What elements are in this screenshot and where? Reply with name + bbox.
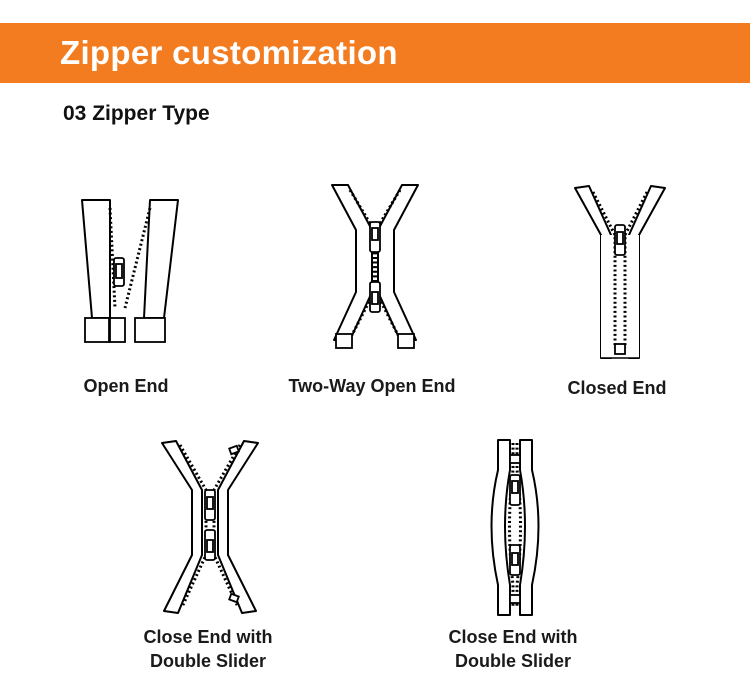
- close-end-double-slider-x-zipper-icon: [150, 435, 270, 620]
- close-end-double-slider-label-2: Close End with Double Slider: [448, 625, 577, 673]
- closed-end-label: Closed End: [567, 378, 667, 398]
- label-line: Close End with Double Slider: [448, 627, 578, 671]
- close-end-double-slider-o-zipper-icon: [480, 435, 550, 620]
- two-way-open-end-zipper-icon: [310, 180, 440, 355]
- open-end-zipper-icon: [70, 190, 190, 355]
- banner-title: Zipper customization: [60, 34, 398, 71]
- section-title: 03 Zipper Type: [63, 102, 210, 125]
- closed-end-zipper-icon: [565, 180, 675, 365]
- close-end-double-slider-label-1: Close End with Double Slider: [143, 625, 272, 673]
- open-end-label: Open End: [83, 376, 169, 396]
- header-banner: Zipper customization: [0, 23, 750, 83]
- two-way-open-end-label: Two-Way Open End: [288, 376, 456, 396]
- label-line: Close End with Double Slider: [143, 627, 273, 671]
